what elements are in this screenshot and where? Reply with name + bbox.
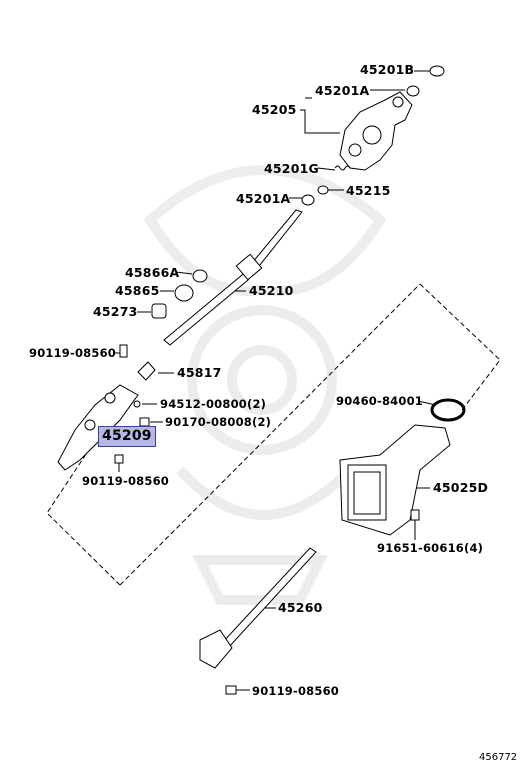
part-90119-08560-a <box>119 344 128 358</box>
label-45025D[interactable]: 45025D <box>433 480 489 495</box>
label-94512-00800[interactable]: 94512-00800(2) <box>160 397 267 411</box>
leader-45201G <box>317 167 336 171</box>
label-45260[interactable]: 45260 <box>278 600 323 615</box>
part-45865 <box>174 284 194 302</box>
part-45817 <box>137 361 156 381</box>
label-45201A-mid[interactable]: 45201A <box>236 191 291 206</box>
label-45865[interactable]: 45865 <box>115 283 160 298</box>
part-90119-08560-c <box>225 685 237 695</box>
figure-id: 456772 <box>479 752 518 763</box>
label-45201G[interactable]: 45201G <box>264 161 319 176</box>
part-45866A <box>192 269 208 283</box>
label-45817[interactable]: 45817 <box>177 365 222 380</box>
label-90119-08560-a[interactable]: 90119-08560 <box>29 346 116 360</box>
label-45210[interactable]: 45210 <box>249 283 294 298</box>
part-45201G-spring <box>334 165 351 171</box>
label-90119-08560-b[interactable]: 90119-08560 <box>82 474 169 488</box>
part-45201B <box>429 65 445 77</box>
part-94512 <box>133 400 141 408</box>
label-45215[interactable]: 45215 <box>346 183 391 198</box>
label-90170-08008[interactable]: 90170-08008(2) <box>165 415 272 429</box>
label-45201B[interactable]: 45201B <box>360 62 415 77</box>
part-90119-08560-b <box>114 454 124 464</box>
label-45273[interactable]: 45273 <box>93 304 138 319</box>
label-45205[interactable]: 45205 <box>252 102 297 117</box>
leader-45205 <box>300 109 340 134</box>
label-45201A-top[interactable]: 45201A <box>315 83 370 98</box>
part-90460-clamp <box>430 398 466 422</box>
watermark-logo <box>143 165 387 605</box>
label-45866A[interactable]: 45866A <box>125 265 180 280</box>
part-45201A-mid <box>301 194 315 206</box>
part-45201A-top <box>406 85 420 97</box>
part-45273 <box>151 303 167 319</box>
dashed-assembly-outline-right <box>419 283 501 411</box>
label-90119-08560-c[interactable]: 90119-08560 <box>252 684 339 698</box>
leader-45866A <box>175 271 193 275</box>
label-45209-highlighted[interactable]: 45209 <box>98 426 156 447</box>
part-45260-ujoint <box>199 629 233 669</box>
label-90460-84001[interactable]: 90460-84001 <box>336 394 423 408</box>
part-90170 <box>139 417 150 427</box>
part-91651-bolt <box>410 509 420 521</box>
dashed-link-45209 <box>119 283 421 586</box>
label-91651-60616[interactable]: 91651-60616(4) <box>377 541 484 555</box>
part-45215 <box>317 185 329 195</box>
part-45210-shaft <box>163 209 303 346</box>
